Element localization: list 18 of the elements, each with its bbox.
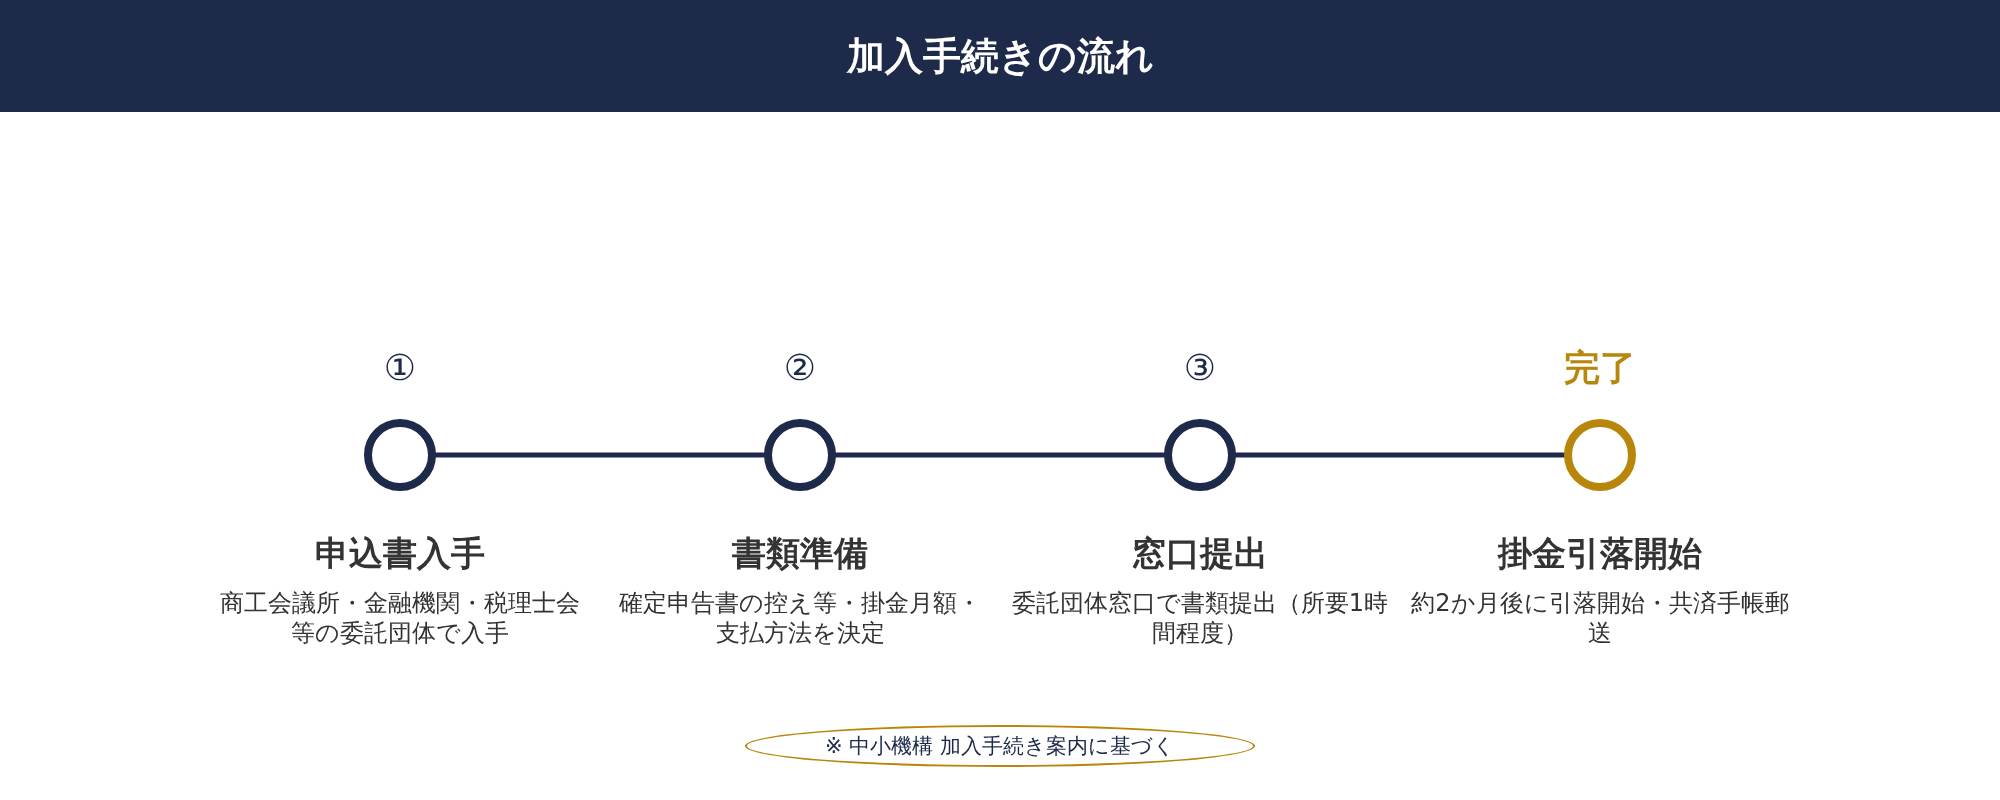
step-circle — [1164, 419, 1236, 491]
title: 加入手続きの流れ — [845, 34, 1155, 78]
step-title: 窓口提出 — [1131, 532, 1269, 575]
step-title: 掛金引落開始 — [1496, 532, 1703, 575]
step-title: 書類準備 — [731, 532, 869, 575]
step-number: 完了 — [1563, 346, 1637, 390]
step-number: ② — [782, 346, 818, 390]
step-circle — [364, 419, 436, 491]
step-number: ③ — [1182, 346, 1218, 390]
step-description: 商工会議所・金融機関・税理士会等の委託団体で入手 — [219, 588, 581, 648]
step-circle — [1564, 419, 1636, 491]
step-description: 委託団体窓口で書類提出（所要1時間程度） — [1010, 588, 1390, 648]
source-note: ※ 中小機構 加入手続き案内に基づく — [745, 725, 1255, 767]
step-circle — [764, 419, 836, 491]
step-title: 申込書入手 — [314, 532, 486, 575]
step-description: 確定申告書の控え等・掛金月額・支払方法を決定 — [618, 588, 982, 648]
step-description: 約2か月後に引落開始・共済手帳郵送 — [1410, 588, 1790, 648]
step-number: ① — [382, 346, 418, 390]
